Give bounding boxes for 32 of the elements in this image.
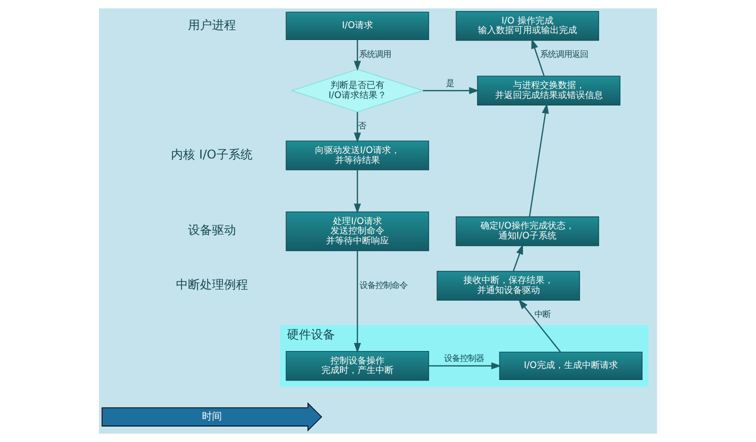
node-box: I/O 操作完成 输入数据可用或输出完成 xyxy=(456,10,600,41)
edge-label: 设备控制器 xyxy=(444,353,484,364)
arrow xyxy=(354,40,361,71)
edge-label: 设备控制命令 xyxy=(359,280,408,290)
node-box: I/O请求 xyxy=(286,12,430,40)
arrow xyxy=(512,244,524,272)
arrow xyxy=(531,38,545,76)
node-box: 向驱动发送I/O请求，并等待结果 xyxy=(286,140,430,170)
label: 内核 I/O子系统 xyxy=(171,147,252,162)
edge-label: 是 xyxy=(446,78,454,88)
edge-label: 否 xyxy=(358,120,366,131)
label: 用户进程 xyxy=(188,18,236,32)
label: 中断处理例程 xyxy=(176,278,248,292)
node-box: 与进程交换数据，并返回完成结果或错误信息 xyxy=(477,76,620,106)
arrow xyxy=(528,103,549,217)
edge-label: 系统调用返回 xyxy=(540,48,588,59)
label: 时间 xyxy=(202,412,222,422)
arrow xyxy=(518,299,561,352)
node-box: I/O完成，生成中断请求 xyxy=(499,352,643,380)
node-box: 确定I/O操作完成状态，通知I/O子系统 xyxy=(456,216,600,246)
node-diamond: 判断是否已有I/O请求结果？ xyxy=(290,68,424,112)
edge-label: 系统调用 xyxy=(358,48,391,59)
arrow xyxy=(354,250,361,354)
arrow xyxy=(423,87,480,94)
node-box: 控制设备操作完成时，产生中断 xyxy=(286,350,430,381)
label: 设备驱动 xyxy=(188,223,236,238)
node-box: 接收中断，保存结果，并通知设备驱动 xyxy=(436,270,580,301)
node-box: 处理I/O请求发送控制命令并等待中断响应 xyxy=(286,211,430,252)
arrow xyxy=(428,362,502,370)
arrow xyxy=(354,170,361,214)
edge-label: 中断 xyxy=(534,308,550,319)
arrow xyxy=(354,112,361,143)
